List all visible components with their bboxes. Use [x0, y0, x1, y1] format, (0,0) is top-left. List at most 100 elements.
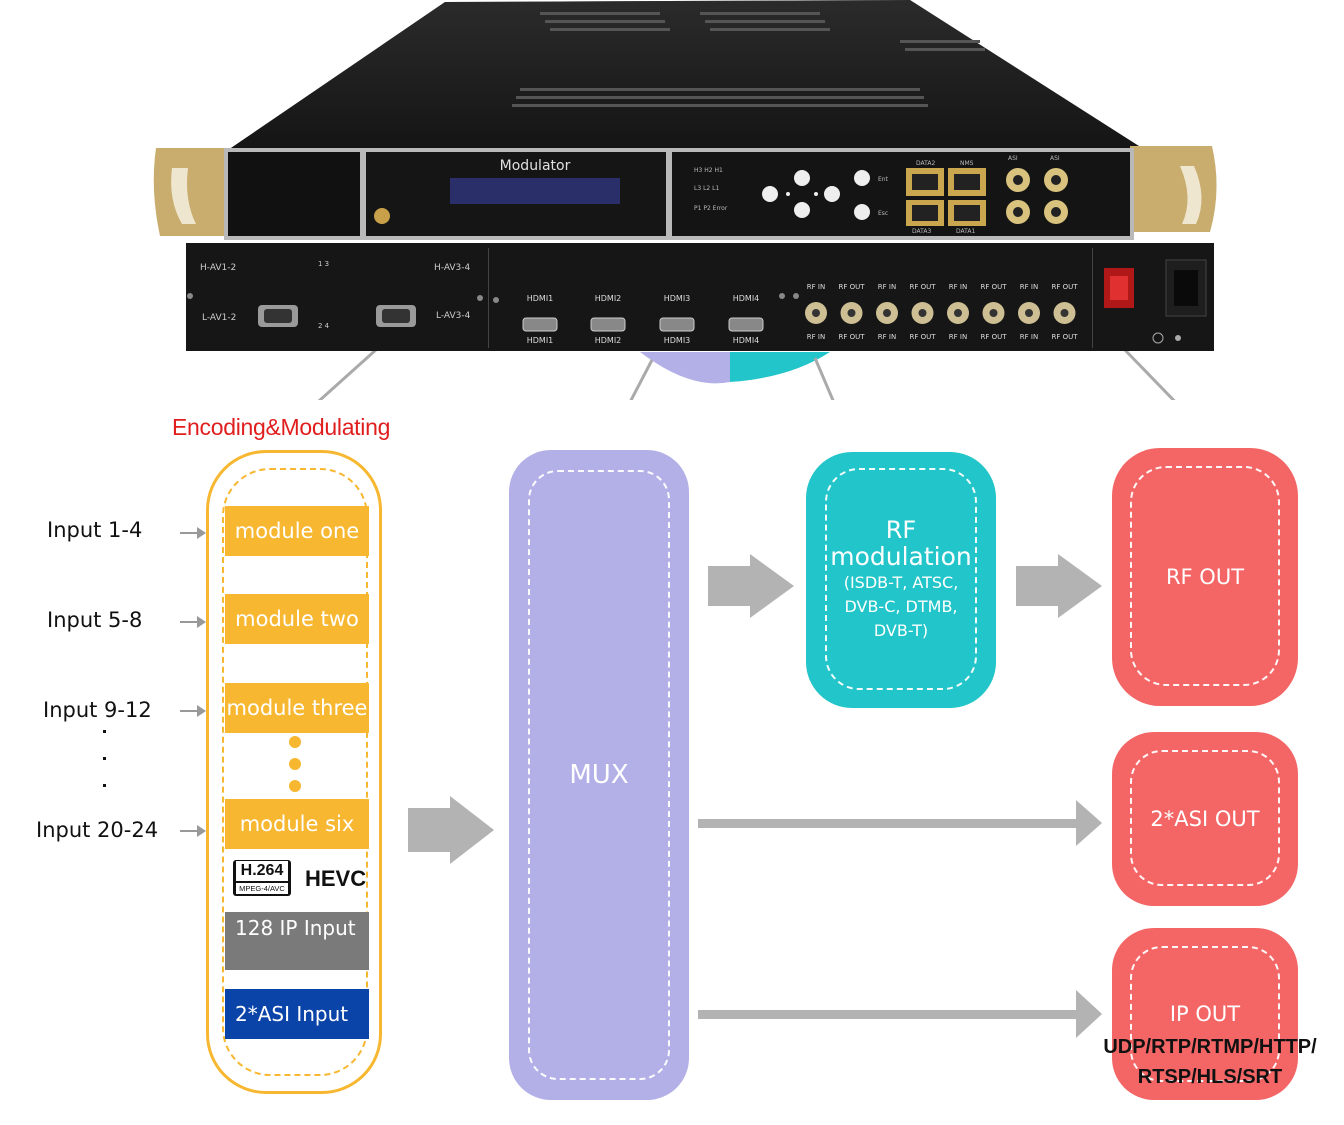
- input-arrow: [180, 527, 206, 539]
- port-data1-label: DATA1: [956, 228, 975, 235]
- rf-to-rfout-arrow: [1016, 554, 1102, 618]
- lcd-display: [450, 178, 620, 204]
- mux-to-rf-arrow: [708, 554, 794, 618]
- rf-port-label-bottom: RF IN: [878, 333, 896, 341]
- indicator-row-2: L3 L2 L1: [694, 185, 719, 192]
- module-six: module six: [225, 799, 369, 849]
- pie-teal-segment: [730, 352, 830, 382]
- rf-port-label-bottom: RF IN: [807, 333, 825, 341]
- ip-input-label: 128 IP Input: [235, 916, 356, 940]
- hdmi-port[interactable]: [728, 317, 764, 332]
- mux-block: MUX: [509, 450, 689, 1100]
- ip-protocols-line-1: UDP/RTP/RTMP/HTTP/: [1103, 1036, 1317, 1058]
- rear-number-mid: 2 4: [318, 322, 330, 330]
- port-data2-label: DATA2: [916, 160, 935, 167]
- rf-port-label-top: RF OUT: [1051, 283, 1078, 291]
- rf-modulation-title-2: modulation: [830, 542, 972, 571]
- port-nms-label: NMS: [960, 160, 974, 167]
- front-nav-buttons[interactable]: [762, 170, 870, 220]
- h264-badge-sub: MPEG-4/AVC: [236, 883, 288, 894]
- ellipsis-dots: [289, 736, 303, 792]
- asi-bnc-ports[interactable]: [1006, 168, 1068, 224]
- connector-line: [629, 359, 654, 400]
- front-title: Modulator: [500, 158, 571, 174]
- rf-out-label: RF OUT: [1165, 565, 1245, 589]
- h264-badge: H.264 MPEG-4/AVC: [233, 860, 291, 896]
- rf-port-center: [1025, 309, 1033, 317]
- ip-protocols-line-2: RTSP/HLS/SRT: [1137, 1066, 1283, 1088]
- pie-purple-segment: [640, 352, 730, 384]
- rf-standards-3: DVB-T): [873, 621, 929, 640]
- rf-port-label-bottom: RF IN: [949, 333, 967, 341]
- rf-port-label-top: RF OUT: [838, 283, 865, 291]
- indicator-row-3: P1 P2 Error: [694, 205, 728, 212]
- device-illustration: Modulator H3 H2 H1 L3 L2 L1 P1 P2 Error …: [153, 0, 1217, 400]
- rf-standards-2: DVB-C, DTMB,: [844, 597, 958, 616]
- input-label-1-4: Input 1-4: [47, 518, 143, 542]
- encoding-to-mux-arrow: [408, 796, 494, 864]
- rf-port-center: [989, 309, 998, 317]
- rf-port-label-bottom: RF IN: [1020, 333, 1038, 341]
- hdmi-label-top: HDMI2: [595, 294, 622, 303]
- antenna-connector: [374, 208, 390, 224]
- hdmi-port[interactable]: [522, 317, 558, 332]
- hdmi-label-bottom: HDMI2: [595, 336, 622, 345]
- input-label-20-24: Input 20-24: [36, 818, 159, 842]
- rf-modulation-title-1: RF: [885, 516, 917, 544]
- connector-line: [317, 346, 380, 400]
- rear-number-top: 1 3: [318, 260, 329, 268]
- indicator-row-1: H3 H2 H1: [694, 167, 723, 174]
- encoding-title: Encoding&Modulating: [172, 414, 391, 440]
- input-label-5-8: Input 5-8: [47, 608, 143, 632]
- port-asi-label-2: ASI: [1050, 155, 1060, 162]
- rear-hav12-label: H-AV1-2: [200, 263, 236, 273]
- asi-out-dashed-border: [1130, 750, 1280, 886]
- port-asi-label-1: ASI: [1008, 155, 1018, 162]
- ent-label: Ent: [878, 176, 889, 183]
- rf-port-label-top: RF IN: [807, 283, 825, 291]
- input-arrow: [180, 705, 206, 717]
- hdmi-port[interactable]: [590, 317, 626, 332]
- rf-port-center: [1060, 309, 1069, 317]
- rf-port-center: [847, 309, 856, 317]
- input-label-9-12: Input 9-12: [43, 698, 152, 722]
- mux-to-asi-out-line: [698, 819, 1078, 828]
- rear-hav34-label: H-AV3-4: [434, 263, 471, 273]
- rf-out-dashed-border: [1130, 466, 1280, 686]
- module-three: module three: [225, 683, 369, 733]
- ip-out-label: IP OUT: [1169, 1002, 1241, 1026]
- module-one: module one: [225, 506, 369, 556]
- hdmi-label-top: HDMI4: [733, 294, 760, 303]
- hdmi-port[interactable]: [659, 317, 695, 332]
- ip-input-block: 128 IP Input: [225, 912, 369, 970]
- asi-out-label: 2*ASI OUT: [1150, 807, 1260, 831]
- hdmi-label-top: HDMI3: [664, 294, 691, 303]
- hdmi-label-top: HDMI1: [527, 294, 554, 303]
- ethernet-ports[interactable]: [906, 168, 986, 226]
- vent-holes: [512, 12, 985, 107]
- dsub-ports[interactable]: [258, 305, 416, 327]
- input-arrow: [180, 616, 206, 628]
- rf-port-label-top: RF OUT: [980, 283, 1007, 291]
- rf-port-label-bottom: RF OUT: [1051, 333, 1078, 341]
- rf-port-label-bottom: RF OUT: [909, 333, 936, 341]
- input-arrow: [180, 825, 206, 837]
- port-data3-label: DATA3: [912, 228, 931, 235]
- module-two: module two: [225, 594, 369, 644]
- mux-to-ip-out-line: [698, 1010, 1078, 1019]
- rf-port-label-top: RF OUT: [909, 283, 936, 291]
- esc-label: Esc: [878, 210, 888, 217]
- rf-port-center: [954, 309, 962, 317]
- h264-badge-main: H.264: [236, 861, 288, 881]
- connector-line: [1123, 348, 1176, 400]
- rf-port-label-top: RF IN: [949, 283, 967, 291]
- mux-to-ip-out-arrowhead: [1076, 990, 1102, 1038]
- asi-input-block: 2*ASI Input: [225, 989, 369, 1039]
- connector-line: [813, 357, 835, 400]
- rf-modulation-dashed-border: [825, 468, 977, 690]
- rf-ports[interactable]: RF IN RF IN RF OUT RF OUT RF IN RF IN RF OUT RF…: [805, 283, 1078, 341]
- rf-port-center: [883, 309, 891, 317]
- rf-standards-1: (ISDB-T, ATSC,: [843, 573, 959, 592]
- hdmi-label-bottom: HDMI4: [733, 336, 760, 345]
